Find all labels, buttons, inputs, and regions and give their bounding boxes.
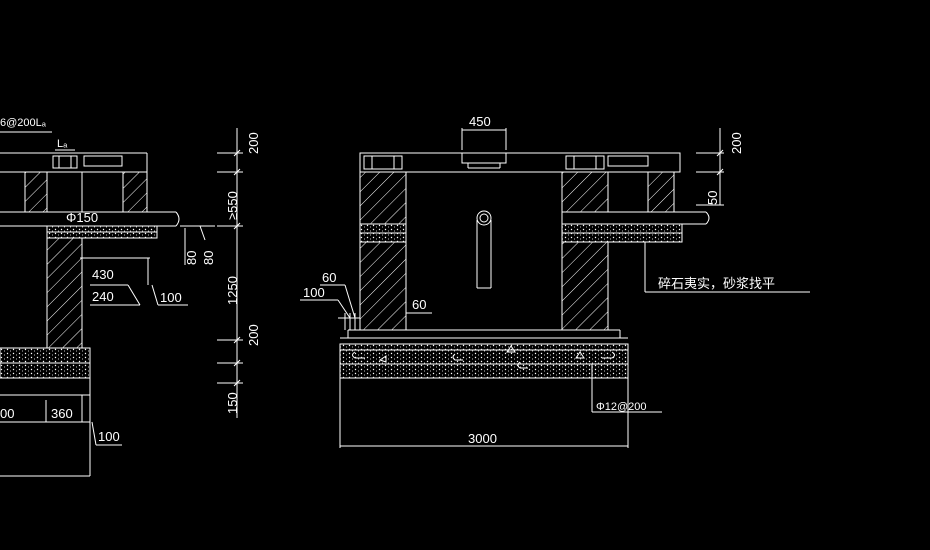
label-dim-100a: 100 bbox=[160, 290, 182, 305]
label-dim-100b: 100 bbox=[303, 285, 325, 300]
label-dim-80b: 80 bbox=[201, 251, 216, 265]
label-dim-1250: 1250 bbox=[225, 276, 240, 305]
label-450: 450 bbox=[469, 114, 491, 129]
label-dim-60b: 60 bbox=[412, 297, 426, 312]
vertical-dimension-chain bbox=[217, 128, 243, 418]
label-dim-430: 430 bbox=[92, 267, 114, 282]
label-gravel-note: 碎石夷实，砂浆找平 bbox=[658, 276, 775, 291]
label-dim-150: 150 bbox=[225, 392, 240, 414]
label-dim-3000: 3000 bbox=[468, 431, 497, 446]
label-rebar-top: 6@200Lₐ bbox=[0, 117, 47, 129]
label-dim-550: ≥550 bbox=[225, 191, 240, 220]
label-dim-200-top: 200 bbox=[246, 132, 261, 154]
label-dim-50-right: 50 bbox=[705, 191, 720, 205]
label-dim-100c: 100 bbox=[98, 429, 120, 444]
label-rebar-bottom: Φ12@200 bbox=[596, 401, 647, 413]
label-pipe-dia: Φ150 bbox=[66, 210, 98, 225]
label-ld: Lₐ bbox=[57, 138, 68, 150]
main-section bbox=[300, 128, 810, 448]
label-dim-200-right: 200 bbox=[729, 132, 744, 154]
label-dim-360: 360 bbox=[51, 406, 73, 421]
label-dim-60a: 60 bbox=[322, 270, 336, 285]
label-dim-200-mid: 200 bbox=[246, 324, 261, 346]
label-dim-240: 240 bbox=[92, 289, 114, 304]
left-section bbox=[0, 131, 215, 477]
label-dim-00: 00 bbox=[0, 406, 14, 421]
label-dim-80a: 80 bbox=[184, 251, 199, 265]
